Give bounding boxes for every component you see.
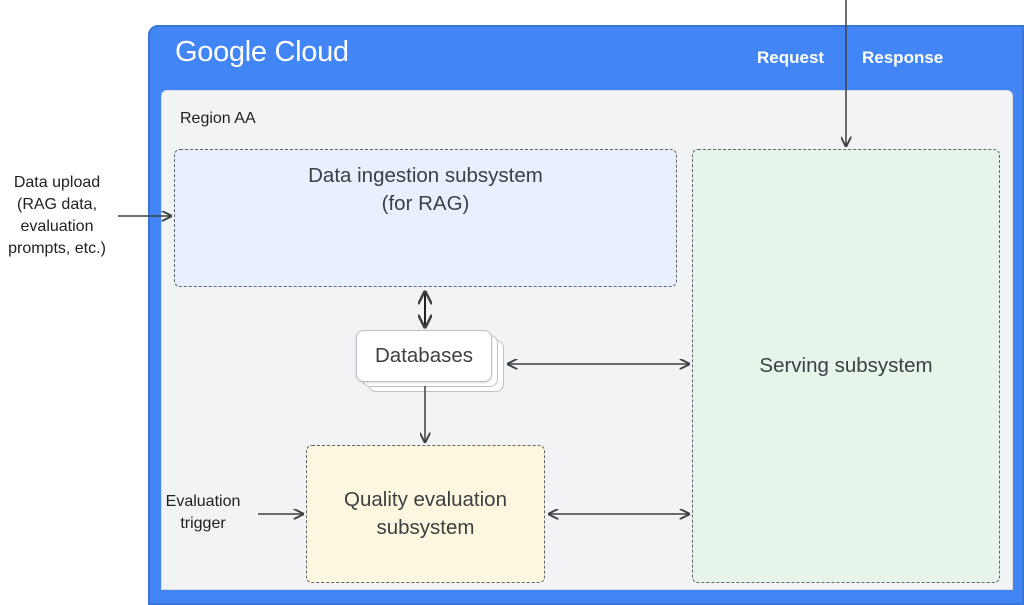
serving-subsystem: Serving subsystem (692, 149, 1000, 583)
evaluation-trigger-line1: Evaluation (165, 493, 241, 510)
quality-title-line1: Quality evaluation (344, 488, 507, 511)
evaluation-trigger-line2: trigger (180, 515, 226, 532)
ingestion-title-line1: Data ingestion subsystem (308, 164, 543, 187)
request-label: Request (757, 48, 825, 67)
data-upload-line1: Data upload (13, 174, 101, 191)
data-upload-line3: evaluation (20, 218, 94, 235)
data-upload-line2: (RAG data, (16, 196, 98, 213)
data-ingestion-subsystem: Data ingestion subsystem (for RAG) (174, 149, 677, 287)
data-upload-line4: prompts, etc.) (8, 240, 106, 257)
evaluation-trigger-label: Evaluation trigger (160, 491, 246, 535)
quality-title-line2: subsystem (376, 516, 475, 539)
serving-title: Serving subsystem (759, 354, 933, 377)
databases-box: Databases (356, 330, 492, 382)
region-label: Region AA (180, 110, 256, 127)
response-label: Response (862, 48, 944, 67)
ingestion-title-line2: (for RAG) (381, 192, 470, 215)
quality-evaluation-subsystem: Quality evaluation subsystem (306, 445, 545, 583)
data-upload-label: Data upload (RAG data, evaluation prompt… (0, 172, 126, 260)
connector-arrows (118, 0, 1024, 585)
google-cloud-logo: Google Cloud (175, 36, 349, 68)
